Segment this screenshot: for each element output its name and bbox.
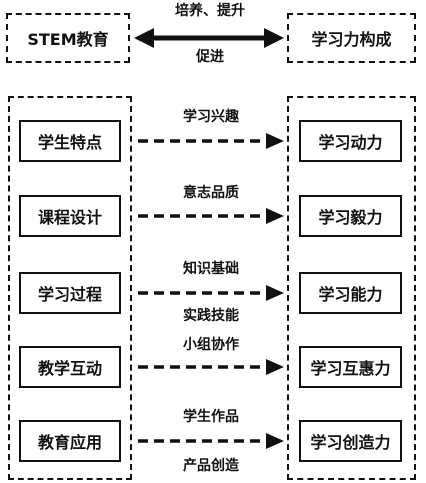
right-group-container [287, 96, 416, 480]
left-group-container [8, 96, 132, 480]
arrow-label-2-below: 实践技能 [183, 308, 239, 324]
right-box-learning-ability: 学习能力 [299, 272, 402, 314]
double-arrow-top [134, 28, 284, 48]
arrow-label-2-above: 知识基础 [183, 261, 239, 277]
dashed-arrow-4 [138, 433, 284, 449]
right-box-learning-creativity: 学习创造力 [299, 420, 402, 462]
left-box-student-traits: 学生特点 [19, 120, 121, 162]
stem-education-label: STEM教育 [27, 30, 109, 49]
arrow-label-3-above: 小组协作 [183, 337, 239, 353]
top-label-below: 促进 [196, 49, 224, 65]
learning-power-label: 学习力构成 [311, 30, 392, 49]
dashed-arrow-1 [138, 208, 284, 224]
right-box-learning-reciprocity: 学习互惠力 [299, 346, 402, 388]
left-box-education-application: 教育应用 [19, 420, 121, 462]
dashed-arrow-2 [138, 285, 284, 301]
arrow-label-4-above: 学生作品 [183, 409, 239, 425]
arrow-label-4-below: 产品创造 [183, 458, 239, 474]
left-box-learning-process: 学习过程 [19, 272, 121, 314]
right-box-learning-motivation: 学习动力 [299, 120, 402, 162]
dashed-arrow-0 [138, 133, 284, 149]
left-box-course-design: 课程设计 [19, 195, 121, 237]
dashed-arrow-3 [138, 359, 284, 375]
left-box-teaching-interaction: 教学互动 [19, 346, 121, 388]
arrow-label-1-above: 意志品质 [183, 185, 239, 201]
stem-education-box [6, 13, 130, 63]
right-box-learning-perseverance: 学习毅力 [299, 195, 402, 237]
top-label-above: 培养、提升 [175, 3, 245, 19]
learning-power-box [287, 13, 416, 63]
arrow-label-0-above: 学习兴趣 [183, 109, 239, 125]
